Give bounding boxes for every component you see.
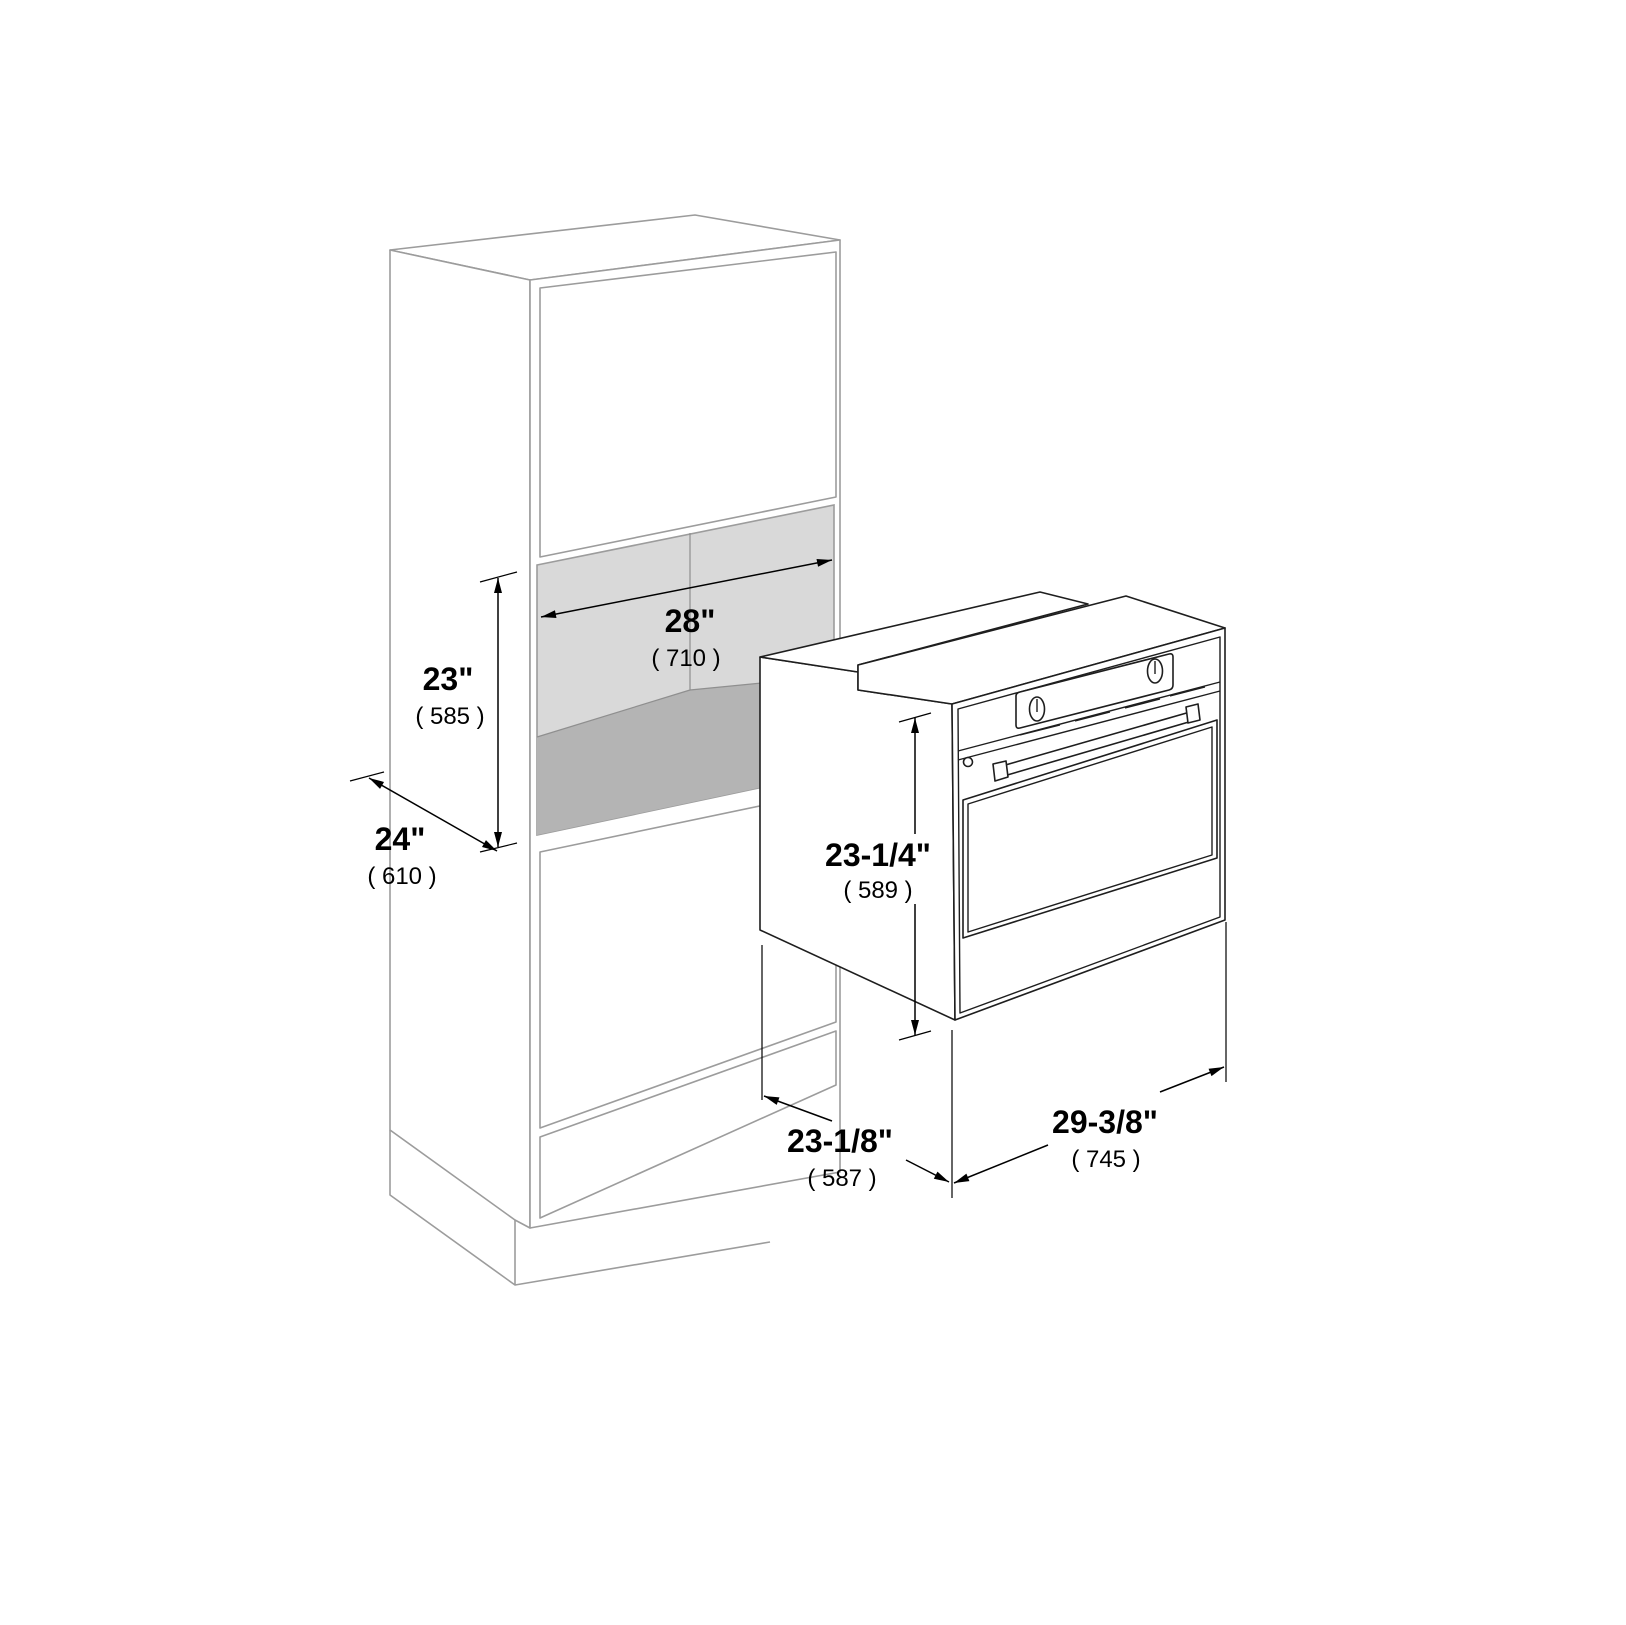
control-panel-display [1015, 653, 1174, 729]
dimension-opening-width: 28" ( 710 ) [540, 558, 833, 672]
dimension-oven-height: 23-1/4" ( 589 ) [820, 712, 938, 1041]
cabinet-plinth [389, 1130, 771, 1286]
oven-depth-arrow-right [905, 1159, 950, 1183]
cabinet-depth-inches: 24" [375, 821, 426, 857]
oven-chassis-top [759, 591, 1089, 673]
oven-width-inches: 29-3/8" [1052, 1104, 1158, 1140]
dimension-oven-width: 29-3/8" ( 745 ) [951, 922, 1227, 1198]
handle-left-mount [992, 760, 1009, 782]
oven-front-inner-edge [957, 636, 1221, 1014]
oven-height-label-backdrop [820, 834, 938, 904]
oven-depth-mm: ( 587 ) [807, 1165, 876, 1192]
cabinet-depth-tick [349, 771, 385, 782]
oven-door-window-inner [967, 726, 1213, 933]
control-panel [1015, 653, 1174, 729]
oven-width-mm: ( 745 ) [1071, 1146, 1140, 1173]
door-handle [992, 703, 1201, 782]
oven-door-window [962, 719, 1218, 939]
cabinet-depth-arrow [368, 777, 498, 852]
dimension-cabinet-depth: 24" ( 610 ) [349, 771, 498, 890]
handle-right-mount [1185, 703, 1201, 724]
right-knob-icon [1146, 658, 1164, 684]
oven-height-ticks [898, 712, 932, 1041]
vent-slots [1019, 686, 1206, 736]
cabinet-depth-mm: ( 610 ) [367, 863, 436, 890]
dimension-opening-height: 23" ( 585 ) [415, 571, 518, 853]
opening-width-mm: ( 710 ) [651, 645, 720, 672]
oven-height-mm: ( 589 ) [843, 877, 912, 904]
upper-door-panel [539, 251, 837, 558]
opening-height-inches: 23" [423, 661, 474, 697]
wall-oven [759, 591, 1226, 1021]
opening-height-mm: ( 585 ) [415, 703, 484, 730]
opening-width-inches: 28" [665, 603, 716, 639]
oven-width-extension-lines [951, 922, 1227, 1198]
dimension-oven-depth: 23-1/8" ( 587 ) [761, 945, 950, 1192]
vent-band-top-line [957, 681, 1221, 752]
cabinet-side-face [389, 249, 531, 1229]
indicator-light-icon [962, 756, 974, 768]
oven-depth-inches: 23-1/8" [787, 1123, 893, 1159]
oven-width-arrow-right [1159, 1066, 1225, 1093]
vent-band [957, 681, 1221, 768]
opening-width-arrow [540, 558, 833, 619]
oven-height-inches: 23-1/4" [825, 837, 931, 873]
oven-depth-arrow-left [763, 1095, 833, 1122]
vent-band-bottom-line [957, 690, 1221, 761]
oven-width-arrow-left [953, 1144, 1049, 1184]
left-knob-icon [1028, 696, 1046, 722]
